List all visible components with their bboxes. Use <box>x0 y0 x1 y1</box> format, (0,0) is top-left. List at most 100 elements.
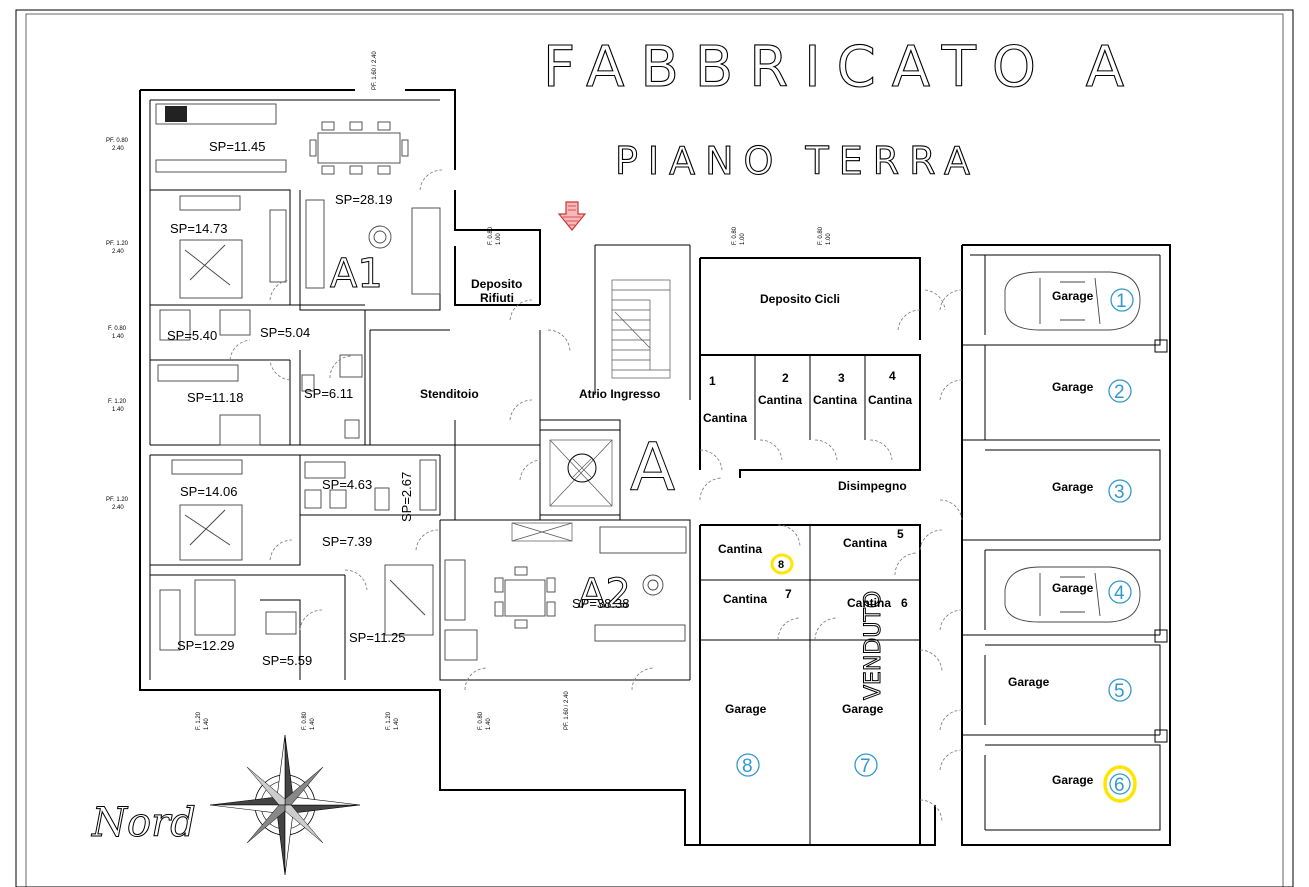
window-tag: 1.00 <box>496 233 502 245</box>
room-area: SP=14.73 <box>170 221 227 236</box>
cantina-label: Cantina <box>703 411 747 425</box>
cantina-number: 2 <box>782 371 789 385</box>
garage-label: Garage <box>842 702 884 716</box>
window-tag: 1.00 <box>740 233 746 245</box>
cantina-label: Cantina <box>813 393 857 407</box>
room-area: SP=28.19 <box>335 192 392 207</box>
compass-rose-icon <box>209 734 361 876</box>
garage-list: Garage 1 Garage 2 Garage 3 Garage 4 Gara… <box>1008 288 1137 803</box>
window-tag: F. 0.80 <box>302 711 308 730</box>
garage-number: 4 <box>1114 583 1125 604</box>
sold-label: VENDUTO <box>861 591 886 700</box>
window-tag: F. 0.80 <box>488 226 494 245</box>
atrio-label: Atrio Ingresso <box>579 387 660 401</box>
room-area: SP=11.25 <box>349 630 406 645</box>
garage-number-ring <box>736 753 760 777</box>
cantina-number: 7 <box>785 587 792 601</box>
cantina-number: 3 <box>838 371 845 385</box>
cantina-number: 5 <box>897 527 904 541</box>
car-icon <box>1004 271 1141 331</box>
garage-number: 7 <box>860 756 871 777</box>
north-label: Nord <box>91 800 196 846</box>
room-area: SP=4.63 <box>322 477 372 492</box>
entrance-arrow-icon <box>557 201 587 231</box>
window-tag: F. 1.20 <box>386 711 392 730</box>
cantina-number: 6 <box>901 596 908 610</box>
window-tag: PF. 1.60 / 2.40 <box>372 51 378 90</box>
window-tag: 2.40 <box>112 249 124 255</box>
unit-a2-label: A2 <box>578 571 631 617</box>
garages-right <box>961 244 1171 846</box>
furniture-a2 <box>159 459 687 661</box>
garage-label: Garage <box>1052 773 1094 787</box>
window-tag: 1.40 <box>310 718 316 730</box>
window-tag: 1.40 <box>112 334 124 340</box>
garage-label: Garage <box>1008 675 1050 689</box>
deposito-rifiuti-label: Rifiuti <box>480 291 514 305</box>
window-tag: 2.40 <box>112 505 124 511</box>
garage-number: 6 <box>1114 775 1125 796</box>
window-tag: F. 0.80 <box>108 326 127 332</box>
cantina-number: 1 <box>709 374 716 388</box>
garage-label: Garage <box>1052 380 1094 394</box>
window-tag: F. 0.80 <box>478 711 484 730</box>
cantina-label: Cantina <box>758 393 802 407</box>
garage-label: Garage <box>1052 289 1094 303</box>
window-tag: PF. 1.60 / 2.40 <box>564 691 570 730</box>
cantine-mid: Cantina 8 Cantina 5 Cantina 7 Cantina 6 <box>718 527 908 610</box>
apartment-block <box>139 89 936 846</box>
room-area: SP=5.04 <box>260 325 310 340</box>
furniture-a1 <box>155 103 441 446</box>
elevator <box>539 429 621 516</box>
garage-number-ring <box>854 753 878 777</box>
window-tag: PF. 1.20 <box>106 241 129 247</box>
garage-number-ring <box>1108 678 1132 702</box>
garage-number: 2 <box>1114 382 1125 403</box>
window-tag: 1.40 <box>112 407 124 413</box>
deposito-rifiuti-label: Deposito <box>471 277 522 291</box>
stair-letter: A <box>630 429 675 506</box>
common-areas: Deposito Rifiuti Stenditoio Atrio Ingres… <box>420 277 907 493</box>
window-tag: 1.00 <box>826 233 832 245</box>
window-tag: 1.40 <box>394 718 400 730</box>
window-tag: 2.40 <box>112 146 124 152</box>
window-tag: F. 0.80 <box>818 226 824 245</box>
deposito-cicli-label: Deposito Cicli <box>760 292 840 306</box>
garage-number-ring <box>1108 379 1132 403</box>
garage-number: 3 <box>1114 482 1125 503</box>
highlight-marker <box>1103 765 1137 803</box>
cantina-label: Cantina <box>868 393 912 407</box>
cantina-label: Cantina <box>718 542 762 556</box>
window-tag: 1.40 <box>486 718 492 730</box>
cantina-label: Cantina <box>723 592 767 606</box>
garage-label: Garage <box>1052 581 1094 595</box>
window-tag: F. 0.80 <box>732 226 738 245</box>
room-area: SP=12.29 <box>177 638 234 653</box>
room-area: SP=11.18 <box>187 390 244 405</box>
cantina-label: Cantina <box>847 596 891 610</box>
garage-number: 5 <box>1114 681 1125 702</box>
subtitle: PIANO TERRA <box>615 139 980 183</box>
garage-number-ring <box>1110 288 1134 312</box>
window-tag: PF. 0.80 <box>106 138 129 144</box>
window-tag: 1.40 <box>204 718 210 730</box>
garage-number: 8 <box>742 756 753 777</box>
garage-label: Garage <box>725 702 767 716</box>
cantine-block <box>699 257 921 845</box>
window-tag: PF. 1.20 <box>106 497 129 503</box>
room-area: SP=14.06 <box>180 484 237 499</box>
page-frame-inner <box>25 13 1284 887</box>
cantina-label: Cantina <box>843 536 887 550</box>
room-area: SP=5.59 <box>262 653 312 668</box>
garage-number-ring <box>1108 479 1132 503</box>
car-icon <box>1004 566 1141 623</box>
room-area: SP=2.67 <box>399 472 414 522</box>
room-area: SP=38.38 <box>572 596 629 611</box>
rooms-a2: SP=14.06 SP=4.63 SP=2.67 SP=7.39 SP=38.3… <box>177 472 629 668</box>
cantina-number: 4 <box>889 369 896 383</box>
garage-number-ring <box>1108 580 1132 604</box>
rooms-a1: SP=11.45 SP=28.19 SP=14.73 SP=5.40 SP=5.… <box>167 139 392 405</box>
unit-a1-label: A1 <box>330 251 383 297</box>
window-tag: F. 1.20 <box>196 711 202 730</box>
title: FABBRICATO A <box>543 35 1140 100</box>
